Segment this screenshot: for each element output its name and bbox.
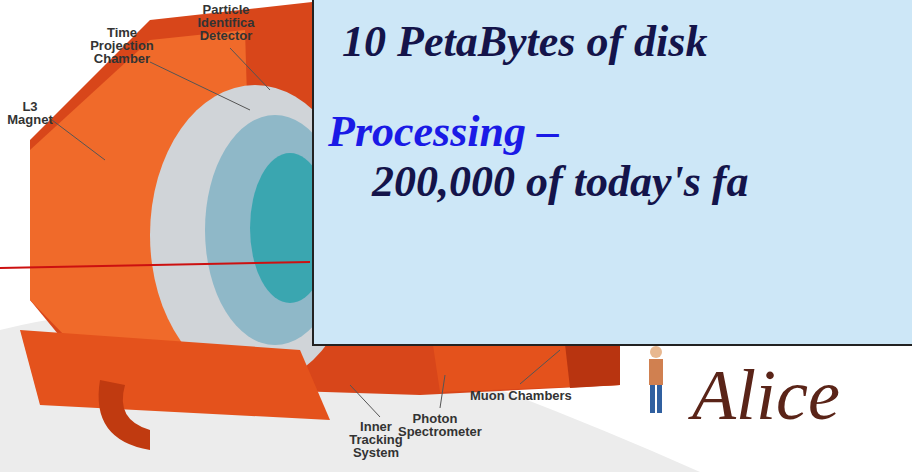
person-leg xyxy=(650,385,655,413)
person-head xyxy=(650,346,662,358)
panel-text: Processing – xyxy=(328,108,559,156)
panel-text: 200,000 of today's fa xyxy=(372,158,748,206)
person-body xyxy=(649,359,663,385)
detector-label: Particle Identifica Detector xyxy=(186,3,266,42)
support-arc xyxy=(99,380,150,450)
panel-text: 10 PetaBytes of disk xyxy=(342,18,707,66)
info-panel: 10 PetaBytes of diskProcessing –200,000 … xyxy=(312,0,912,346)
beam-line xyxy=(0,262,310,268)
detector-label: Time Projection Chamber xyxy=(88,26,156,65)
detector-label: L3 Magnet xyxy=(6,100,54,126)
detector-label: Muon Chambers xyxy=(470,389,572,402)
detector-label: Photon Spectrometer xyxy=(398,412,472,438)
logo-text: Alice xyxy=(692,352,840,438)
detector-label: Inner Tracking System xyxy=(346,420,406,459)
detector-base xyxy=(20,330,330,420)
person-leg xyxy=(657,385,662,413)
